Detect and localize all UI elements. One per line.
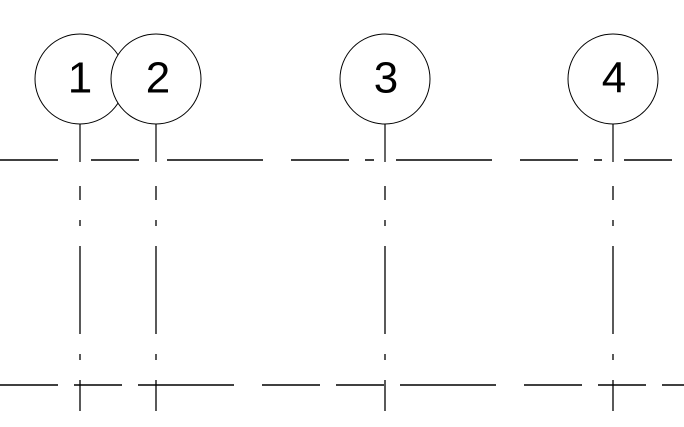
balloon-4[interactable]: 4 (567, 33, 659, 125)
balloon-2[interactable]: 2 (110, 33, 202, 125)
balloon-3-circle[interactable] (339, 33, 431, 125)
leader-lines (79, 124, 614, 162)
balloon-4-label: 4 (602, 54, 626, 103)
balloon-2-circle[interactable] (110, 33, 202, 125)
balloon-3[interactable]: 3 (339, 33, 431, 125)
balloon-2-label: 2 (146, 54, 170, 103)
balloon-3-label: 3 (374, 54, 398, 103)
balloon-4-circle[interactable] (567, 33, 659, 125)
balloon-1-label: 1 (68, 54, 92, 103)
vertical-centerlines (79, 186, 614, 411)
